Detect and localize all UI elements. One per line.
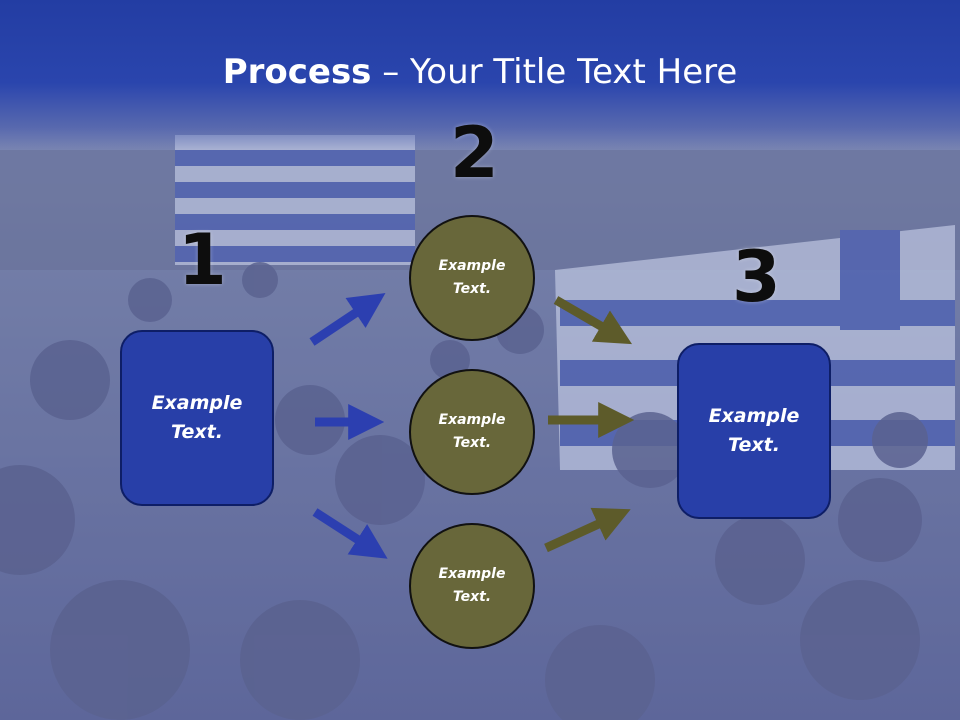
step-number-3: 3 — [732, 236, 781, 318]
circle-bottom: Example Text. — [409, 523, 535, 649]
circle-middle: Example Text. — [409, 369, 535, 495]
step-number-1: 1 — [178, 219, 227, 301]
arrow-bottom-to-right — [544, 507, 631, 553]
circle-top: Example Text. — [409, 215, 535, 341]
right-process-box: Example Text. — [677, 343, 831, 519]
title-bar — [0, 0, 960, 150]
left-process-box: Example Text. — [120, 330, 274, 506]
slide-title: Process – Your Title Text Here — [0, 52, 960, 92]
title-bold: Process — [222, 52, 372, 92]
title-rest: – Your Title Text Here — [371, 52, 738, 92]
flag-left — [175, 135, 415, 265]
arrow-top-to-right — [553, 296, 633, 345]
arrow-left-to-bottom — [312, 508, 388, 559]
crowd-shapes — [0, 262, 928, 720]
step-number-2: 2 — [450, 112, 499, 194]
arrow-left-to-top — [309, 293, 386, 346]
